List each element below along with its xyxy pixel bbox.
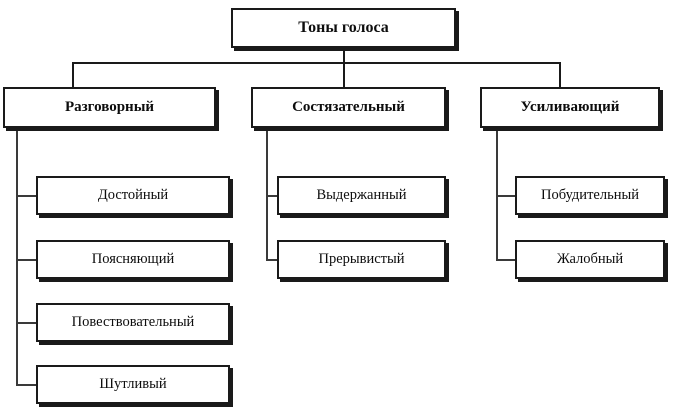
connector-elbow-shutlivy bbox=[16, 384, 37, 386]
leaf-node-zhalobny: Жалобный bbox=[515, 240, 665, 279]
connector-trunk-razgovorny bbox=[16, 128, 18, 385]
connector-trunk-sostyazatelny bbox=[266, 128, 268, 260]
connector-elbow-zhalobny bbox=[496, 259, 516, 261]
connector-elbow-dostoyny bbox=[16, 195, 37, 197]
connector-level1-bus bbox=[72, 62, 561, 64]
connector-elbow-pobuditelny bbox=[496, 195, 516, 197]
leaf-node-label: Прерывистый bbox=[318, 250, 405, 267]
branch-node-sostyazatelny: Состязательный bbox=[251, 87, 446, 128]
leaf-node-poyasnyayushchiy: Поясняющий bbox=[36, 240, 230, 279]
leaf-node-pobuditelny: Побудительный bbox=[515, 176, 665, 215]
leaf-node-label: Побудительный bbox=[541, 186, 639, 203]
leaf-node-label: Выдержанный bbox=[316, 186, 407, 203]
branch-node-razgovorny: Разговорный bbox=[3, 87, 216, 128]
leaf-node-dostoyny: Достойный bbox=[36, 176, 230, 215]
connector-drop-branch-3 bbox=[559, 62, 561, 88]
leaf-node-label: Повествовательный bbox=[71, 313, 195, 330]
connector-elbow-preryvisty bbox=[266, 259, 278, 261]
root-node-label: Тоны голоса bbox=[298, 18, 389, 36]
leaf-node-shutlivy: Шутливый bbox=[36, 365, 230, 404]
root-node-tony-golosa: Тоны голоса bbox=[231, 8, 456, 48]
branch-node-label: Состязательный bbox=[292, 98, 405, 115]
branch-node-usilivayushchy: Усиливающий bbox=[480, 87, 660, 128]
connector-root-stem bbox=[343, 48, 345, 63]
connector-trunk-usilivayushchy bbox=[496, 128, 498, 260]
leaf-node-label: Достойный bbox=[97, 186, 169, 203]
leaf-node-label: Шутливый bbox=[99, 375, 167, 392]
branch-node-label: Усиливающий bbox=[520, 98, 620, 115]
leaf-node-label: Поясняющий bbox=[91, 250, 175, 267]
connector-elbow-poyasnyayushchiy bbox=[16, 259, 37, 261]
leaf-node-vyderzhanny: Выдержанный bbox=[277, 176, 446, 215]
leaf-node-label: Жалобный bbox=[556, 250, 624, 267]
branch-node-label: Разговорный bbox=[64, 98, 155, 115]
connector-elbow-povestvovatelny bbox=[16, 322, 37, 324]
connector-drop-branch-2 bbox=[343, 62, 345, 88]
leaf-node-preryvisty: Прерывистый bbox=[277, 240, 446, 279]
connector-elbow-vyderzhanny bbox=[266, 195, 278, 197]
connector-drop-branch-1 bbox=[72, 62, 74, 88]
leaf-node-povestvovatelny: Повествовательный bbox=[36, 303, 230, 342]
